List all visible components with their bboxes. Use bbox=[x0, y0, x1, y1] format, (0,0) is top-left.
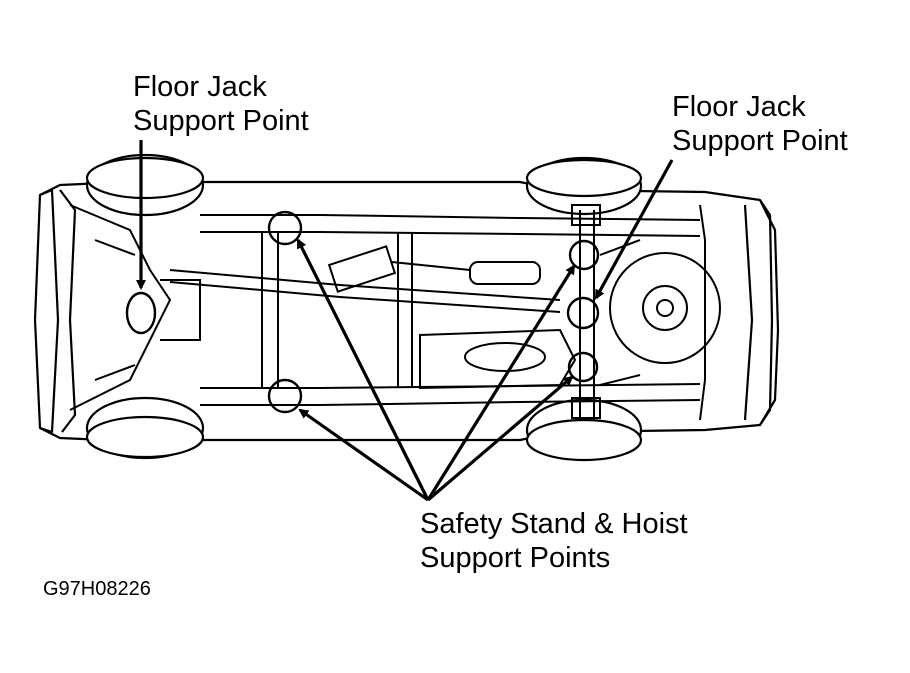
arrow-stand-2 bbox=[298, 408, 429, 502]
front-jack-point bbox=[125, 291, 157, 335]
rear-jack-point bbox=[566, 296, 600, 330]
arrow-stand-1 bbox=[296, 238, 430, 501]
leader-arrows bbox=[136, 140, 674, 502]
arrow-stand-4 bbox=[426, 375, 574, 502]
support-point-circles bbox=[125, 210, 600, 414]
floor-jack-front-line2: Support Point bbox=[133, 105, 309, 137]
floor-jack-rear-line1: Floor Jack bbox=[672, 91, 806, 123]
floor-jack-rear-line2: Support Point bbox=[672, 125, 848, 157]
floor-jack-front-label: Floor Jack Support Point bbox=[133, 70, 309, 138]
floor-jack-front-line1: Floor Jack bbox=[133, 71, 267, 103]
frame-and-components bbox=[69, 204, 721, 421]
vehicle-body bbox=[33, 180, 780, 442]
arrow-rear-jack bbox=[594, 159, 674, 300]
safety-stand-line1: Safety Stand & Hoist bbox=[420, 508, 688, 540]
wheels bbox=[85, 153, 643, 462]
figure-id: G97H08226 bbox=[43, 578, 151, 600]
safety-stand-line2: Support Points bbox=[420, 542, 611, 574]
spare-tire bbox=[609, 252, 721, 364]
stand-point-rear-right bbox=[567, 351, 599, 383]
floor-jack-rear-label: Floor Jack Support Point bbox=[672, 90, 848, 158]
safety-stand-label: Safety Stand & Hoist Support Points bbox=[420, 507, 688, 575]
stand-point-front-left bbox=[267, 210, 303, 246]
stand-point-front-right bbox=[267, 378, 303, 414]
stand-point-rear-left bbox=[568, 239, 600, 271]
arrow-stand-3 bbox=[426, 264, 576, 501]
